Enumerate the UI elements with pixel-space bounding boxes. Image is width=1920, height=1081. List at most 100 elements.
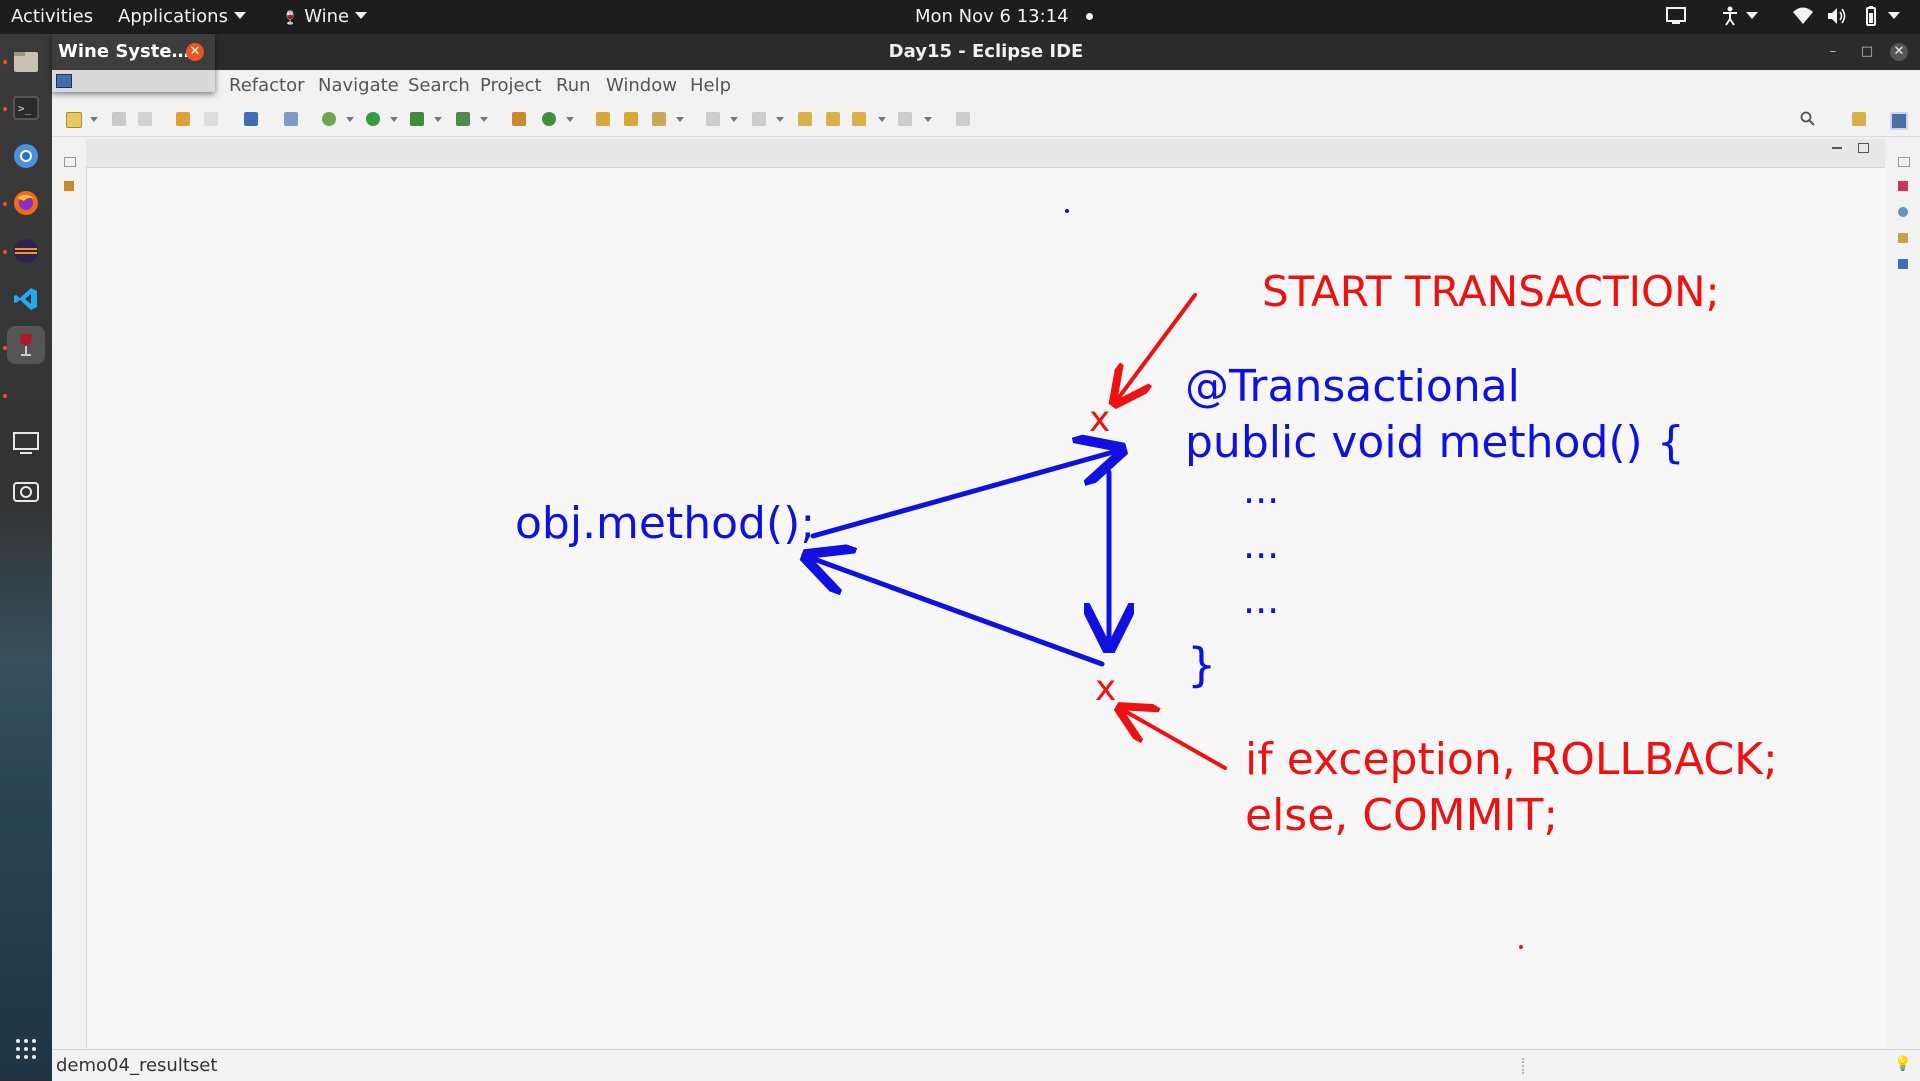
restore-icon[interactable] bbox=[64, 157, 76, 167]
editor-tab-bar bbox=[86, 139, 1885, 168]
menu-refactor[interactable]: Refactor bbox=[229, 75, 305, 96]
undo-icon[interactable] bbox=[176, 112, 190, 126]
wifi-icon[interactable] bbox=[1792, 0, 1814, 34]
previous-annotation-icon[interactable] bbox=[752, 112, 766, 126]
chromium-app-icon[interactable] bbox=[7, 137, 45, 175]
next-annotation-icon[interactable] bbox=[706, 112, 720, 126]
firefox-app-icon[interactable] bbox=[7, 184, 45, 222]
search-tool-icon[interactable] bbox=[652, 112, 666, 126]
minimize-icon[interactable]: – bbox=[1829, 44, 1837, 59]
forward-edit-icon[interactable] bbox=[826, 112, 840, 126]
forward-icon[interactable] bbox=[898, 112, 912, 126]
commit-text: else, COMMIT; bbox=[1245, 790, 1559, 841]
declaration-icon[interactable] bbox=[1898, 233, 1908, 243]
wine-popup-title: Wine Syste… bbox=[58, 41, 190, 62]
debug-icon[interactable] bbox=[322, 112, 336, 126]
javadoc-icon[interactable] bbox=[1898, 207, 1908, 217]
chevron-down-icon[interactable] bbox=[676, 117, 684, 122]
wine-window-icon[interactable] bbox=[56, 74, 72, 88]
terminal-icon[interactable] bbox=[244, 112, 258, 126]
chevron-down-icon[interactable] bbox=[566, 117, 574, 122]
volume-icon[interactable] bbox=[1826, 0, 1848, 34]
show-applications-icon[interactable] bbox=[7, 1030, 45, 1068]
datetime-label: Mon Nov 6 13:14 bbox=[915, 6, 1069, 27]
menu-navigate[interactable]: Navigate bbox=[318, 75, 399, 96]
open-perspective-icon[interactable] bbox=[1852, 112, 1866, 126]
wine-app-menu[interactable]: 🍷Wine bbox=[282, 0, 368, 34]
transactional-annotation: @Transactional bbox=[1185, 361, 1520, 412]
menu-help[interactable]: Help bbox=[690, 75, 732, 96]
open-type-icon[interactable] bbox=[596, 112, 610, 126]
wine-system-tray-popup[interactable]: Wine Syste… ✕ bbox=[52, 34, 215, 92]
pin-editor-icon[interactable] bbox=[956, 112, 970, 126]
menu-search[interactable]: Search bbox=[408, 75, 470, 96]
search-icon[interactable] bbox=[1800, 111, 1815, 126]
redo-icon[interactable] bbox=[204, 112, 218, 126]
chevron-down-icon[interactable] bbox=[90, 117, 98, 122]
battery-icon[interactable] bbox=[1860, 0, 1900, 34]
toolbar bbox=[52, 102, 1920, 137]
external-tools-icon[interactable] bbox=[456, 112, 470, 126]
files-app-icon[interactable] bbox=[7, 42, 45, 80]
chevron-down-icon[interactable] bbox=[480, 117, 488, 122]
menu-window[interactable]: Window bbox=[606, 75, 677, 96]
clock[interactable]: Mon Nov 6 13:14 bbox=[915, 0, 1094, 34]
wine-popup-body bbox=[52, 70, 215, 92]
outline-icon[interactable] bbox=[1898, 181, 1908, 191]
chevron-down-icon[interactable] bbox=[878, 117, 886, 122]
coverage-icon[interactable] bbox=[410, 112, 424, 126]
applications-menu[interactable]: Applications bbox=[118, 0, 246, 34]
start-transaction-text: START TRANSACTION; bbox=[1262, 267, 1720, 316]
open-resource-icon[interactable] bbox=[624, 112, 638, 126]
chevron-down-icon[interactable] bbox=[730, 117, 738, 122]
accessibility-icon[interactable] bbox=[1720, 0, 1758, 34]
chevron-down-icon[interactable] bbox=[346, 117, 354, 122]
package-explorer-icon[interactable] bbox=[64, 181, 74, 191]
window-titlebar[interactable]: Day15 - Eclipse IDE – □ ✕ bbox=[52, 34, 1920, 70]
running-indicator bbox=[3, 250, 7, 254]
screen-icon[interactable] bbox=[1665, 0, 1687, 34]
last-edit-icon[interactable] bbox=[798, 112, 812, 126]
back-icon[interactable] bbox=[852, 112, 866, 126]
maximize-icon[interactable] bbox=[1858, 143, 1869, 153]
close-icon[interactable]: ✕ bbox=[1890, 43, 1908, 61]
method-signature: public void method() { bbox=[1185, 417, 1685, 468]
lightbulb-icon[interactable]: 💡 bbox=[1894, 1056, 1912, 1072]
chevron-down-icon[interactable] bbox=[434, 117, 442, 122]
applications-label: Applications bbox=[118, 6, 228, 27]
save-icon[interactable] bbox=[112, 112, 126, 126]
chevron-down-icon[interactable] bbox=[776, 117, 784, 122]
chevron-down-icon[interactable] bbox=[924, 117, 932, 122]
stray-dot-red bbox=[1519, 945, 1523, 949]
close-icon[interactable]: ✕ bbox=[186, 43, 204, 61]
vscode-app-icon[interactable] bbox=[7, 280, 45, 318]
minimize-icon[interactable] bbox=[1832, 147, 1842, 149]
display-app-icon[interactable] bbox=[7, 425, 45, 463]
save-all-icon[interactable] bbox=[138, 112, 152, 126]
eclipse-app-icon[interactable] bbox=[7, 232, 45, 270]
running-indicator bbox=[3, 202, 7, 206]
menu-project[interactable]: Project bbox=[480, 75, 542, 96]
svg-text:>_: >_ bbox=[18, 102, 32, 115]
chevron-down-icon[interactable] bbox=[390, 117, 398, 122]
terminal-app-icon[interactable]: >_ bbox=[7, 89, 45, 127]
body-dots-2: ... bbox=[1243, 523, 1280, 567]
restore-icon[interactable]: □ bbox=[1860, 44, 1874, 59]
console-icon[interactable] bbox=[1898, 259, 1908, 269]
eclipse-window: Day15 - Eclipse IDE – □ ✕ File Edit Sour… bbox=[52, 34, 1920, 1081]
drawing-canvas[interactable]: START TRANSACTION; @Transactional x publ… bbox=[86, 168, 1886, 1048]
new-icon[interactable] bbox=[66, 112, 82, 128]
exit-mark: x bbox=[1095, 668, 1117, 709]
activities-button[interactable]: Activities bbox=[11, 6, 94, 27]
new-class-icon[interactable] bbox=[542, 112, 556, 126]
return-arrow bbox=[811, 558, 1105, 667]
screenshot-app-icon[interactable] bbox=[7, 473, 45, 511]
restore-icon[interactable] bbox=[1898, 157, 1910, 167]
new-java-project-icon[interactable] bbox=[512, 112, 526, 126]
menu-run[interactable]: Run bbox=[556, 75, 591, 96]
wine-app-icon[interactable] bbox=[7, 326, 45, 364]
skip-breakpoints-icon[interactable] bbox=[284, 112, 298, 126]
run-icon[interactable] bbox=[366, 112, 380, 126]
java-perspective-icon[interactable] bbox=[1890, 112, 1908, 130]
menu-bar: File Edit Source Refactor Navigate Searc… bbox=[52, 70, 1920, 102]
